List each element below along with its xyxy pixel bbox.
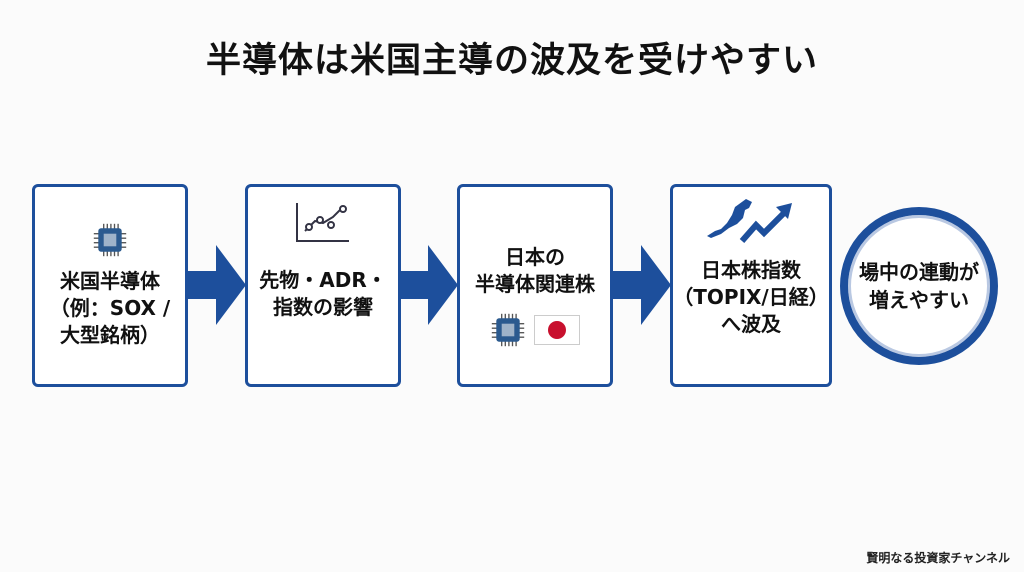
arrow-right-icon — [188, 245, 246, 325]
chip-icon — [92, 222, 128, 258]
step-label-line: 大型銘柄） — [60, 323, 160, 347]
step-label-line: 米国半導体 — [60, 269, 160, 293]
japan-flag-icon — [534, 314, 580, 345]
line-chart-icon — [296, 203, 349, 242]
step-futures-adr: 先物・ADR・ 指数の影響 — [245, 184, 401, 387]
chip-and-japan-flag-icon — [490, 312, 580, 348]
step-label-line: 指数の影響 — [273, 295, 373, 319]
step-label-line: 日本株指数 — [701, 258, 801, 282]
chip-icon — [490, 312, 526, 348]
step-japan-semiconductor-stocks: 日本の 半導体関連株 — [457, 184, 613, 387]
step-label-line: 先物・ADR・ — [259, 268, 387, 292]
japan-map-uptrend-icon — [707, 199, 792, 243]
step-label-line: へ波及 — [721, 312, 781, 336]
step-label-line: 半導体関連株 — [475, 271, 595, 296]
step-label-line: （例：SOX / — [49, 296, 171, 320]
result-label-line: 増えやすい — [869, 288, 969, 312]
channel-credit: 賢明なる投資家チャンネル — [866, 551, 1010, 565]
result-circle: 場中の連動が 増えやすい — [840, 207, 998, 365]
step-japan-stock-index: 日本株指数 （TOPIX/日経） へ波及 — [670, 184, 832, 387]
arrow-right-icon — [400, 245, 458, 325]
page-title: 半導体は米国主導の波及を受けやすい — [205, 41, 818, 81]
step-label-line: （TOPIX/日経） — [673, 285, 829, 309]
step-us-semiconductors: 米国半導体 （例：SOX / 大型銘柄） — [32, 184, 188, 387]
step-label-line: 日本の — [505, 244, 565, 269]
result-label-line: 場中の連動が — [859, 260, 979, 284]
arrow-right-icon — [613, 245, 671, 325]
